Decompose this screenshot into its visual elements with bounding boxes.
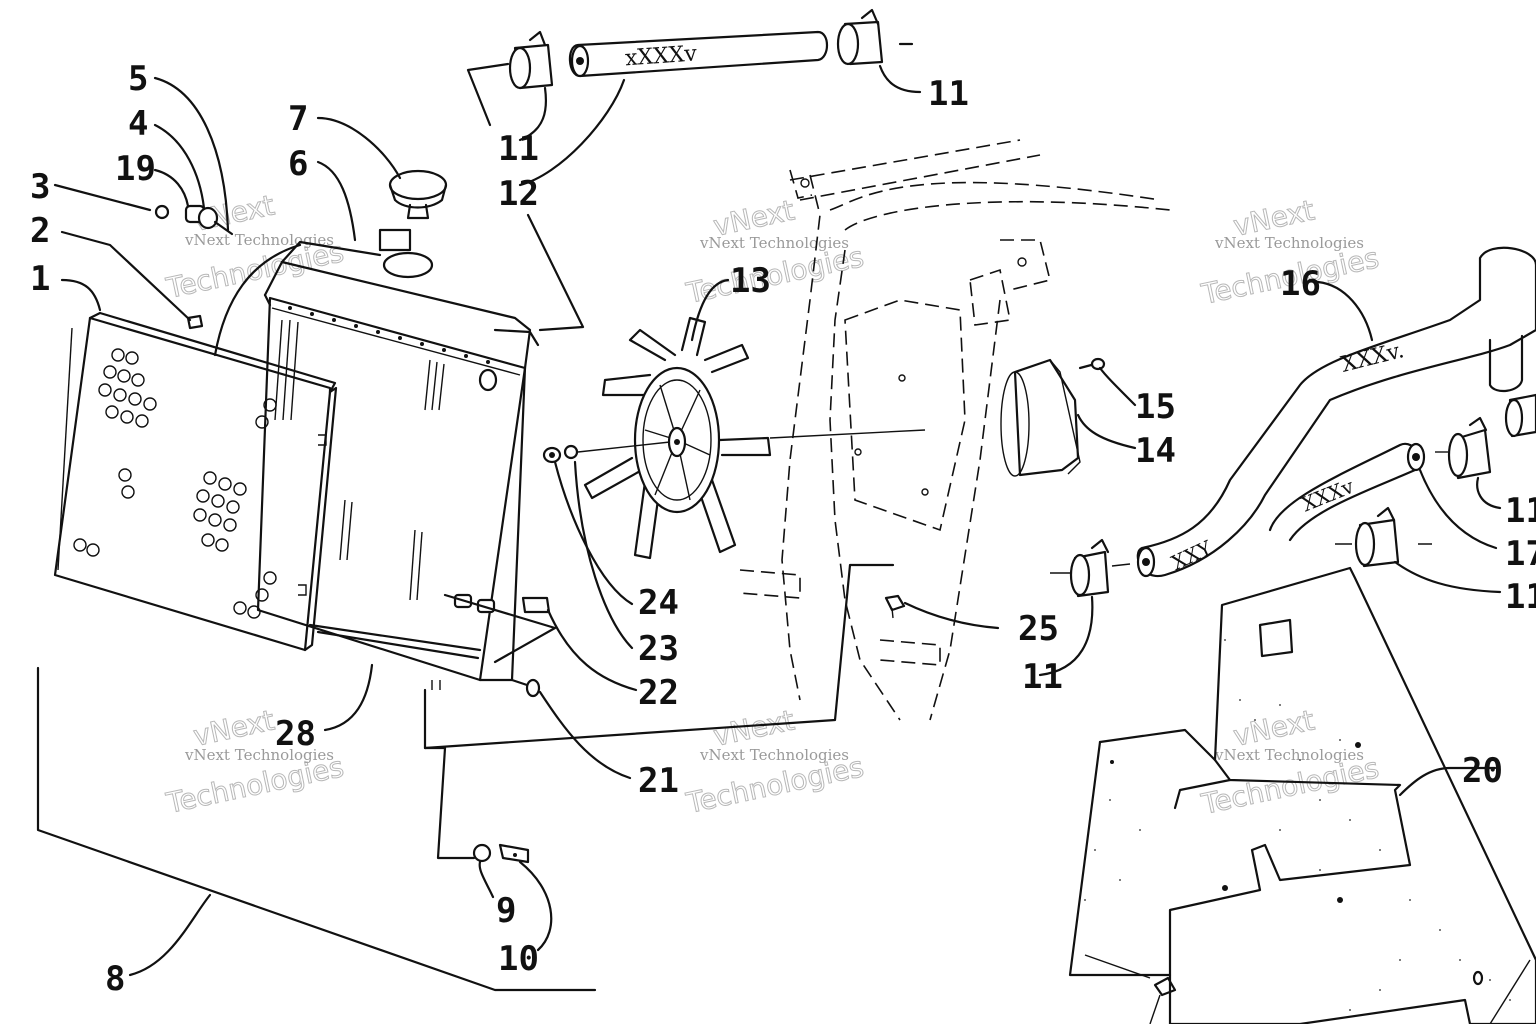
svg-text:xXXXv: xXXXv xyxy=(624,41,698,71)
part-label-20: 20 xyxy=(1462,751,1503,791)
part-label-7: 7 xyxy=(288,99,308,139)
part-label-8: 8 xyxy=(105,959,125,999)
lower-hose: XXXv. XXY xyxy=(1136,246,1536,578)
part-label-14: 14 xyxy=(1135,431,1176,471)
shroud-holes xyxy=(73,348,277,619)
drain-parts xyxy=(472,843,530,864)
part-label-28: 28 xyxy=(275,714,316,754)
radiator-top-rivets xyxy=(288,306,490,364)
watermark-text: vNext Technologies xyxy=(1214,234,1364,252)
part-label-11: 11 xyxy=(498,129,539,169)
hose-clamp xyxy=(508,30,554,90)
part-label-22: 22 xyxy=(638,673,679,713)
cooling-fan xyxy=(583,316,772,560)
hose-clamp xyxy=(1050,538,1131,598)
part-label-6: 6 xyxy=(288,144,308,184)
part-label-5: 5 xyxy=(128,59,148,99)
watermark-text: vNext Technologies xyxy=(184,746,334,764)
watermark-text: vNext Technologies xyxy=(184,231,334,249)
part-label-10: 10 xyxy=(498,939,539,979)
radiator-shroud xyxy=(53,311,338,652)
leader-lines xyxy=(36,62,1502,992)
water-pump-housing xyxy=(1000,357,1106,477)
part-label-19: 19 xyxy=(115,149,156,189)
part-label-3: 3 xyxy=(30,167,50,207)
bolt-bracket xyxy=(510,596,551,698)
panel-texture xyxy=(1084,639,1511,1011)
upper-hose: xXXXv xyxy=(568,30,829,78)
part-label-13: 13 xyxy=(730,261,771,301)
part-label-21: 21 xyxy=(638,761,679,801)
part-label-11: 11 xyxy=(1505,491,1536,531)
svg-text:XXY: XXY xyxy=(1168,535,1217,575)
radiator-fins xyxy=(274,319,445,601)
retaining-clip xyxy=(884,594,906,619)
watermark-text: vNext Technologies xyxy=(1214,746,1364,764)
hose-clamp xyxy=(836,8,914,66)
part-label-12: 12 xyxy=(498,174,539,214)
part-label-15: 15 xyxy=(1135,387,1176,427)
hose-clamp xyxy=(1435,416,1492,480)
part-label-11: 11 xyxy=(1022,657,1063,697)
part-label-4: 4 xyxy=(128,104,148,144)
engine-frame-outline xyxy=(739,139,1171,721)
fan-nut-washer xyxy=(542,441,671,464)
part-label-25: 25 xyxy=(1018,609,1059,649)
part-label-11: 11 xyxy=(1505,577,1536,617)
part-label-2: 2 xyxy=(30,211,50,251)
overflow-fittings xyxy=(154,204,234,330)
part-labels: 1 2 3 4 5 6 7 8 9 10 11 11 11 11 11 12 1… xyxy=(30,59,1536,999)
radiator xyxy=(213,228,540,690)
part-label-23: 23 xyxy=(638,629,679,669)
part-label-1: 1 xyxy=(30,259,50,299)
part-label-24: 24 xyxy=(638,583,679,623)
radiator-cap xyxy=(388,169,448,220)
part-label-17: 17 xyxy=(1505,534,1536,574)
watermark-text: vNext Technologies xyxy=(699,746,849,764)
part-label-11: 11 xyxy=(928,74,969,114)
bypass-hose: XXXv xyxy=(1268,442,1426,542)
svg-text:XXXv.: XXXv. xyxy=(1339,338,1407,378)
hose-clamp xyxy=(1335,506,1432,568)
hose-clamp xyxy=(1504,393,1536,438)
side-panel xyxy=(1068,566,1536,1024)
part-label-16: 16 xyxy=(1280,264,1321,304)
part-label-9: 9 xyxy=(496,891,516,931)
watermark-text: vNext Technologies xyxy=(699,234,849,252)
